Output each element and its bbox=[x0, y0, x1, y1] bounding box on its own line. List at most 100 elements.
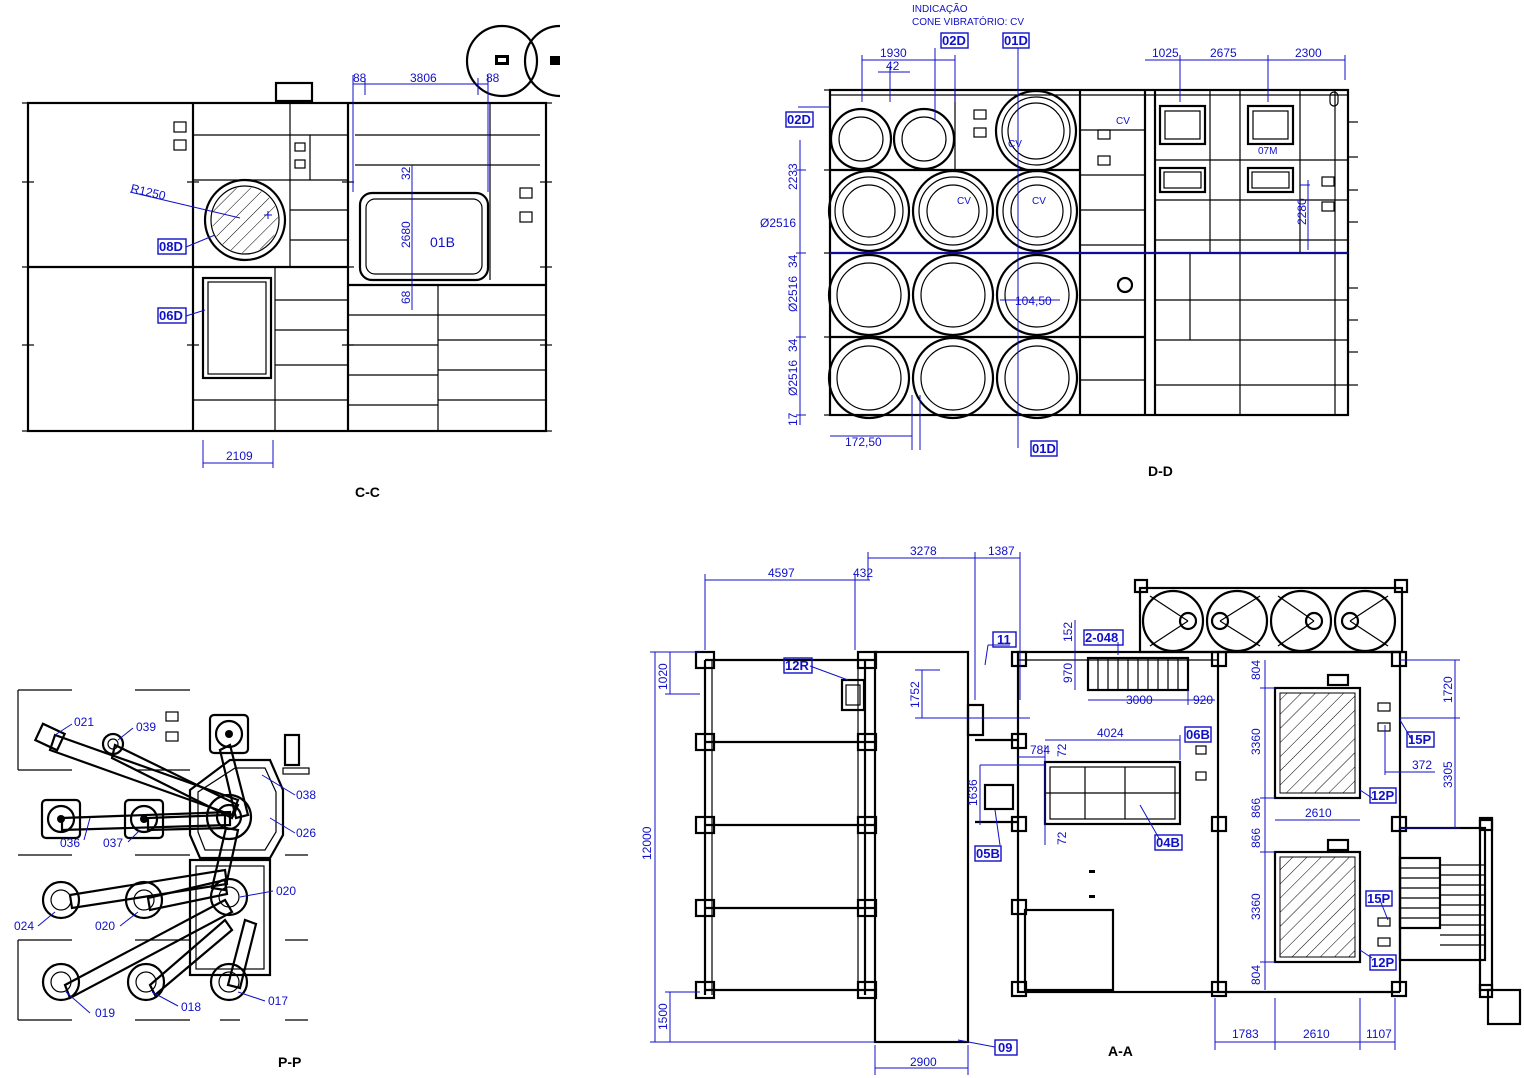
aa-dim-4597: 4597 bbox=[768, 566, 795, 580]
cc-tag-06d: 06D bbox=[159, 308, 183, 323]
aa-dim-72-top: 72 bbox=[1055, 743, 1069, 757]
aa-dim-804-top: 804 bbox=[1249, 660, 1263, 680]
dd-dim-2300: 2300 bbox=[1295, 46, 1322, 60]
view-aa: 3278 1387 4597 432 1020 12000 1500 1752 … bbox=[640, 544, 1522, 1075]
dd-cv-3: CV bbox=[1008, 139, 1022, 150]
dd-dim-34-b: 34 bbox=[786, 338, 800, 352]
aa-dim-3360-bottom: 3360 bbox=[1249, 893, 1263, 920]
aa-dim-4024: 4024 bbox=[1097, 726, 1124, 740]
dd-cv-1: CV bbox=[957, 196, 971, 207]
dd-label-07m: 07M bbox=[1258, 146, 1277, 157]
aa-tag-09: 09 bbox=[998, 1040, 1012, 1055]
cc-label-01b: 01B bbox=[430, 234, 455, 250]
aa-dim-3000: 3000 bbox=[1126, 693, 1153, 707]
aa-dim-3278: 3278 bbox=[910, 544, 937, 558]
pp-hoppers bbox=[33, 713, 253, 1002]
cc-radius-label: R1250 bbox=[129, 181, 167, 203]
dd-tag-02d-top: 02D bbox=[942, 33, 966, 48]
dd-dim-1025: 1025 bbox=[1152, 46, 1179, 60]
aa-dim-1752: 1752 bbox=[908, 681, 922, 708]
aa-dim-372: 372 bbox=[1412, 758, 1432, 772]
pp-label-036: 036 bbox=[60, 836, 80, 850]
dd-tag-01d-bottom: 01D bbox=[1032, 441, 1056, 456]
cc-view-title: C-C bbox=[355, 484, 380, 500]
dd-cv-2: CV bbox=[1032, 196, 1046, 207]
aa-dim-1636: 1636 bbox=[966, 779, 980, 806]
aa-dim-866-a: 866 bbox=[1249, 798, 1263, 818]
pp-view-title: P-P bbox=[278, 1054, 301, 1070]
pp-label-024: 024 bbox=[14, 919, 34, 933]
dd-dim-104-50: 104,50 bbox=[1015, 294, 1052, 308]
aa-dim-3305: 3305 bbox=[1441, 761, 1455, 788]
aa-dim-2610-mid: 2610 bbox=[1305, 806, 1332, 820]
cc-dim-2680: 2680 bbox=[399, 221, 413, 248]
aa-dim-866-b: 866 bbox=[1249, 828, 1263, 848]
cc-dim-88-left: 88 bbox=[353, 71, 367, 85]
aa-dim-920: 920 bbox=[1193, 693, 1213, 707]
dd-dim-2233: 2233 bbox=[786, 163, 800, 190]
aa-view-title: A-A bbox=[1108, 1043, 1133, 1059]
aa-tag-04b: 04B bbox=[1156, 835, 1180, 850]
dd-note-line1: INDICAÇÃO bbox=[912, 2, 968, 15]
dd-dim-2516-b: Ø2516 bbox=[786, 276, 800, 312]
aa-dim-804-bottom: 804 bbox=[1249, 965, 1263, 985]
aa-dim-432: 432 bbox=[853, 566, 873, 580]
aa-tag-15p-bottom: 15P bbox=[1367, 891, 1390, 906]
dd-tanks bbox=[827, 89, 1079, 420]
dd-dim-17: 17 bbox=[786, 412, 800, 426]
aa-tag-05b: 05B bbox=[976, 846, 1000, 861]
view-pp: 021 039 038 036 037 026 024 020 020 019 … bbox=[14, 689, 316, 1070]
cc-dim-68: 68 bbox=[399, 290, 413, 304]
aa-column-caps bbox=[694, 650, 878, 1000]
pp-label-017: 017 bbox=[268, 994, 288, 1008]
aa-dim-3360-top: 3360 bbox=[1249, 728, 1263, 755]
dd-note-line2: CONE VIBRATÓRIO: CV bbox=[912, 15, 1024, 28]
aa-tag-11: 11 bbox=[997, 632, 1011, 647]
aa-dim-2610-bottom: 2610 bbox=[1303, 1027, 1330, 1041]
aa-dim-1720: 1720 bbox=[1441, 676, 1455, 703]
view-cc: 88 3806 88 32 2680 68 2109 R1250 01B 08D… bbox=[22, 24, 561, 500]
pp-label-018: 018 bbox=[181, 1000, 201, 1014]
dd-cv-4: CV bbox=[1116, 116, 1130, 127]
aa-tag-12r: 12R bbox=[785, 658, 809, 673]
aa-dim-1783: 1783 bbox=[1232, 1027, 1259, 1041]
aa-top-fans bbox=[1138, 586, 1404, 654]
cc-dim-88-right: 88 bbox=[486, 71, 500, 85]
dd-dim-42: 42 bbox=[886, 59, 900, 73]
aa-dim-1387: 1387 bbox=[988, 544, 1015, 558]
dd-dim-2675: 2675 bbox=[1210, 46, 1237, 60]
pp-label-021: 021 bbox=[74, 715, 94, 729]
pp-label-020-left: 020 bbox=[95, 919, 115, 933]
dd-tag-01d-top: 01D bbox=[1004, 33, 1028, 48]
pp-label-019: 019 bbox=[95, 1006, 115, 1020]
pp-label-020-right: 020 bbox=[276, 884, 296, 898]
aa-tag-06b: 06B bbox=[1186, 727, 1210, 742]
aa-dim-1107: 1107 bbox=[1366, 1027, 1392, 1041]
dd-dim-2516-c: Ø2516 bbox=[786, 360, 800, 396]
dd-dim-172-50: 172,50 bbox=[845, 435, 882, 449]
dd-dim-1930: 1930 bbox=[880, 46, 907, 60]
aa-tag-12p-top: 12P bbox=[1371, 788, 1394, 803]
aa-dim-970: 970 bbox=[1061, 663, 1075, 683]
aa-dim-784: 784 bbox=[1030, 743, 1050, 757]
aa-tag-12p-bottom: 12P bbox=[1371, 955, 1394, 970]
cc-dim-3806: 3806 bbox=[410, 71, 437, 85]
pp-label-038: 038 bbox=[296, 788, 316, 802]
aa-dim-2900: 2900 bbox=[910, 1055, 937, 1069]
dd-tag-02d-left: 02D bbox=[787, 112, 811, 127]
cc-dim-32: 32 bbox=[399, 166, 413, 180]
cc-dim-2109: 2109 bbox=[226, 449, 253, 463]
aa-dim-12000: 12000 bbox=[640, 826, 654, 860]
aa-dim-152: 152 bbox=[1061, 622, 1075, 642]
aa-tag-15p-top: 15P bbox=[1408, 732, 1431, 747]
dd-dim-2280: 2280 bbox=[1295, 198, 1309, 225]
dd-dim-2516-a: Ø2516 bbox=[760, 216, 796, 230]
aa-dim-72-bottom: 72 bbox=[1055, 831, 1069, 845]
dd-view-title: D-D bbox=[1148, 463, 1173, 479]
cc-tag-08d: 08D bbox=[159, 239, 183, 254]
view-dd: INDICAÇÃO CONE VIBRATÓRIO: CV 1930 42 10… bbox=[760, 2, 1358, 479]
pp-label-037: 037 bbox=[103, 836, 123, 850]
dd-dim-34-a: 34 bbox=[786, 254, 800, 268]
pp-label-039: 039 bbox=[136, 720, 156, 734]
